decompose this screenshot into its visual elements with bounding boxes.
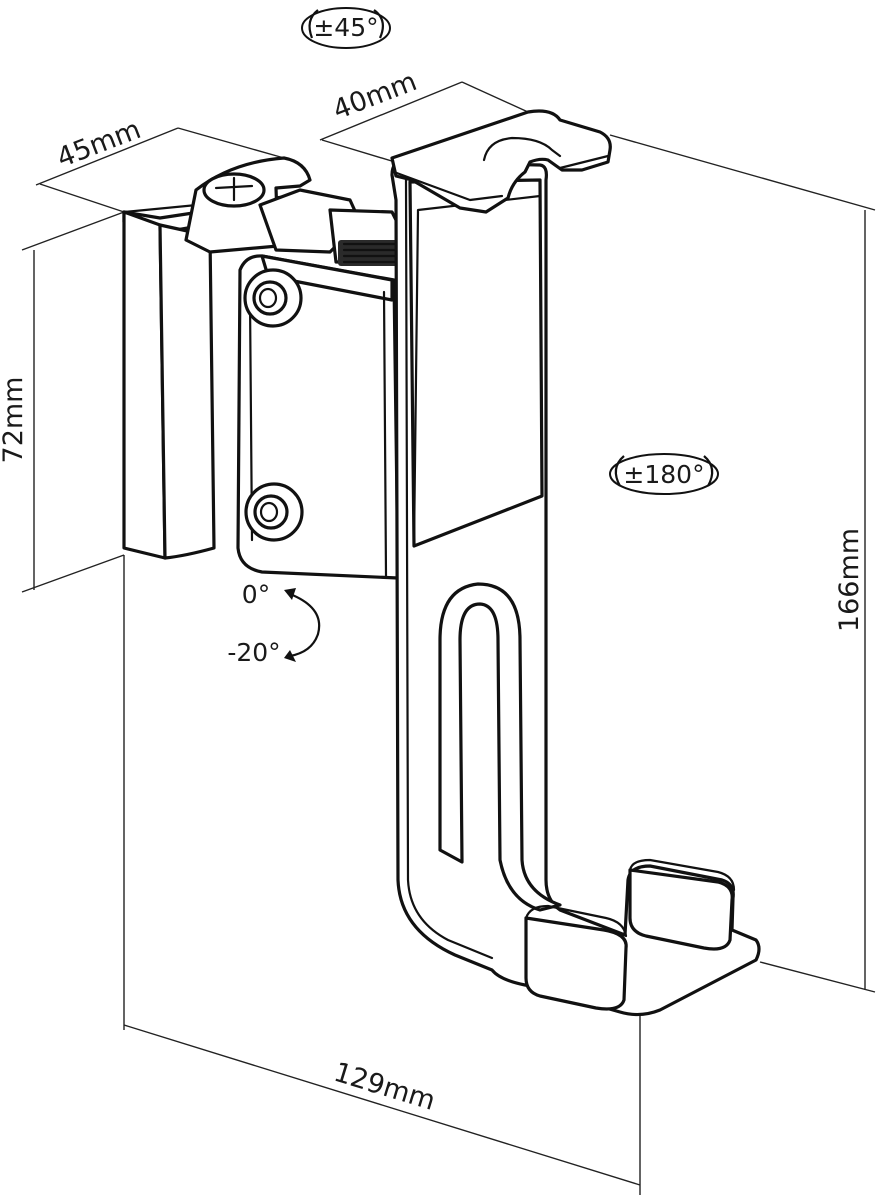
support-pad-left: [524, 904, 628, 1011]
top-arm-plate: [390, 109, 612, 214]
dimension-166mm-label: 166mm: [834, 528, 865, 632]
bracket-arm: [390, 160, 761, 1017]
swivel-angle-badge: ±45°: [301, 7, 391, 49]
tilt-start-label: 0°: [242, 580, 270, 609]
dimension-45mm-label: 45mm: [53, 114, 145, 174]
rotation-angle-label: ±180°: [623, 460, 704, 489]
dimension-129mm-label: 129mm: [330, 1057, 439, 1117]
swivel-head: [184, 156, 404, 266]
support-pad-right: [628, 858, 736, 951]
dimension-lines: [21, 81, 876, 1195]
tilt-angle-indicator: 0° -20°: [227, 580, 321, 667]
dimension-72mm-label: 72mm: [0, 377, 29, 464]
tilt-end-label: -20°: [227, 638, 280, 667]
screw-bottom-icon: [244, 482, 304, 542]
rotation-angle-badge: ±180°: [609, 453, 719, 495]
swivel-angle-label: ±45°: [313, 13, 378, 42]
screw-top-icon: [243, 268, 303, 328]
